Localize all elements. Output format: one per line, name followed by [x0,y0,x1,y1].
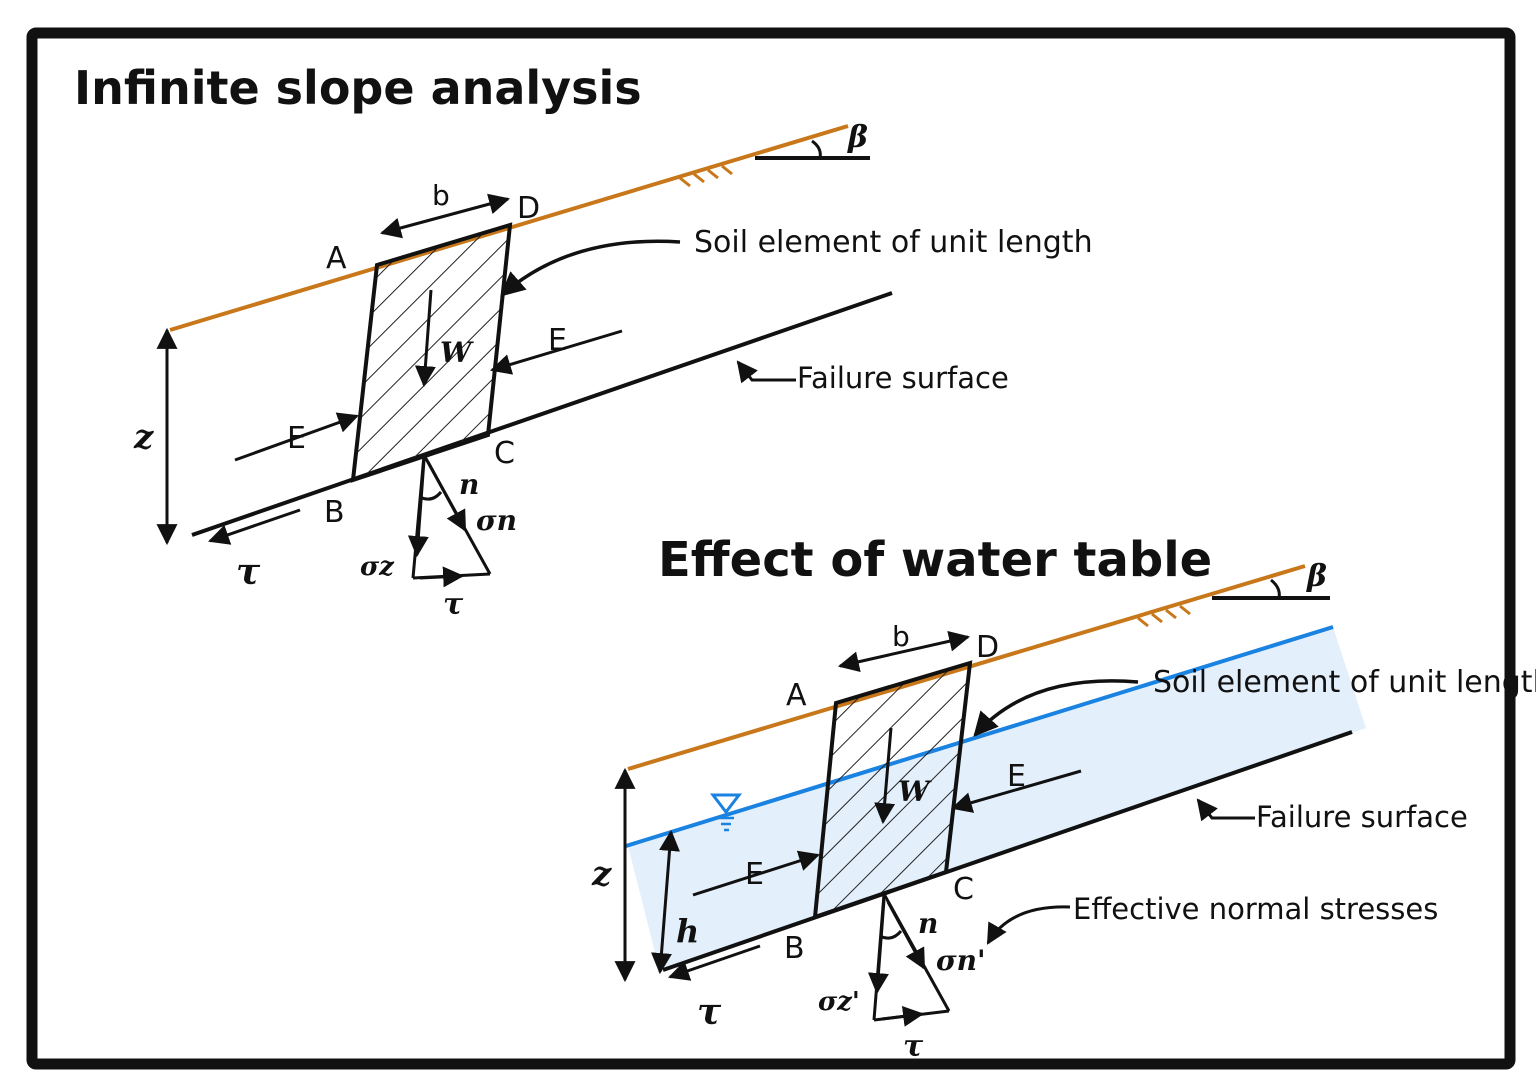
top-soil-element [350,222,513,483]
top-corner-d: D [517,191,540,226]
bottom-shear-arrow [668,944,761,981]
top-soil-element-label: Soil element of unit length [694,225,1093,260]
bottom-depth-label: z [591,854,612,894]
bottom-corner-c: C [953,872,974,907]
bottom-force-left-label: E [745,857,764,892]
bottom-shear-label: τ [697,991,722,1033]
bottom-force-left-arrow [692,850,821,897]
top-depth-label: z [133,417,154,457]
bottom-water-region [628,627,1366,972]
bottom-soil-element [812,660,973,920]
top-force-right-label: E [548,323,567,358]
bottom-water-height-label: h [676,912,699,950]
bottom-force-right-arrow [950,769,1082,813]
top-force-right-arrow [489,329,623,375]
top-sigma-z-arrow [407,459,429,558]
bottom-effective-stresses-pointer [986,905,1071,945]
bottom-corner-b: B [784,931,805,966]
top-ground-hatch [679,164,733,188]
water-table-symbol [709,793,743,832]
top-soil-element-pointer [500,239,681,297]
top-corner-b: B [324,495,345,530]
bottom-effective-stresses-label: Effective normal stresses [1073,892,1438,926]
top-slope-angle: β [847,120,868,155]
top-sigma-z-label: σz [360,552,395,582]
bottom-sigma-z-arrow [867,899,889,995]
top-sigma-n-label: σn [476,504,517,537]
bottom-failure-surface [662,730,1353,972]
bottom-width-arrow [837,630,971,673]
bottom-diagram: Effect of water table β A B C [591,532,1536,1064]
bottom-sigma-n-label: σn' [936,944,986,977]
top-angle-arc [811,139,822,159]
top-title: Infinite slope analysis [74,61,642,115]
top-weight-label: W [440,336,474,369]
top-failure-surface-pointer [736,360,796,384]
top-width-arrow [379,193,511,239]
bottom-corner-d: D [976,630,999,665]
bottom-failure-surface-label: Failure surface [1256,800,1468,834]
bottom-corner-a: A [786,678,807,713]
top-weight-arrow [414,289,436,388]
top-corner-a: A [326,241,347,276]
bottom-soil-element-label: Soil element of unit length [1153,665,1536,700]
top-normal-label: n [459,468,479,501]
top-triangle-tau-label: τ [443,587,464,622]
bottom-width-label: b [892,620,910,653]
top-shear-arrow [208,508,301,545]
top-force-left-label: E [287,421,306,456]
top-sigma-n-arrow [426,461,467,532]
top-shear-label: τ [236,551,261,593]
bottom-title: Effect of water table [658,532,1212,588]
top-failure-surface-label: Failure surface [797,361,1009,395]
bottom-triangle-tau-arrow [881,1005,925,1027]
top-width-label: b [432,179,450,212]
bottom-weight-arrow [874,727,896,825]
top-force-left-arrow [234,412,359,462]
bottom-slope-angle: β [1306,559,1327,594]
bottom-force-right-label: E [1007,759,1026,794]
top-corner-c: C [494,436,515,471]
bottom-weight-label: W [898,775,932,808]
bottom-ground-hatch [1137,604,1191,628]
bottom-soil-element-pointer [973,679,1139,737]
top-failure-surface [191,291,893,537]
bottom-water-height-arrow [651,829,680,975]
top-triangle-tau-arrow [419,566,465,588]
bottom-normal-label: n [918,907,938,940]
bottom-failure-surface-pointer [1196,798,1255,822]
bottom-sigma-n-arrow [886,901,926,970]
bottom-triangle-tau-label: τ [903,1029,924,1064]
bottom-sigma-z-label: σz' [818,987,860,1017]
bottom-angle-arc [1270,578,1281,599]
top-diagram: Infinite slope analysis β A B C D b z W [74,61,1093,622]
